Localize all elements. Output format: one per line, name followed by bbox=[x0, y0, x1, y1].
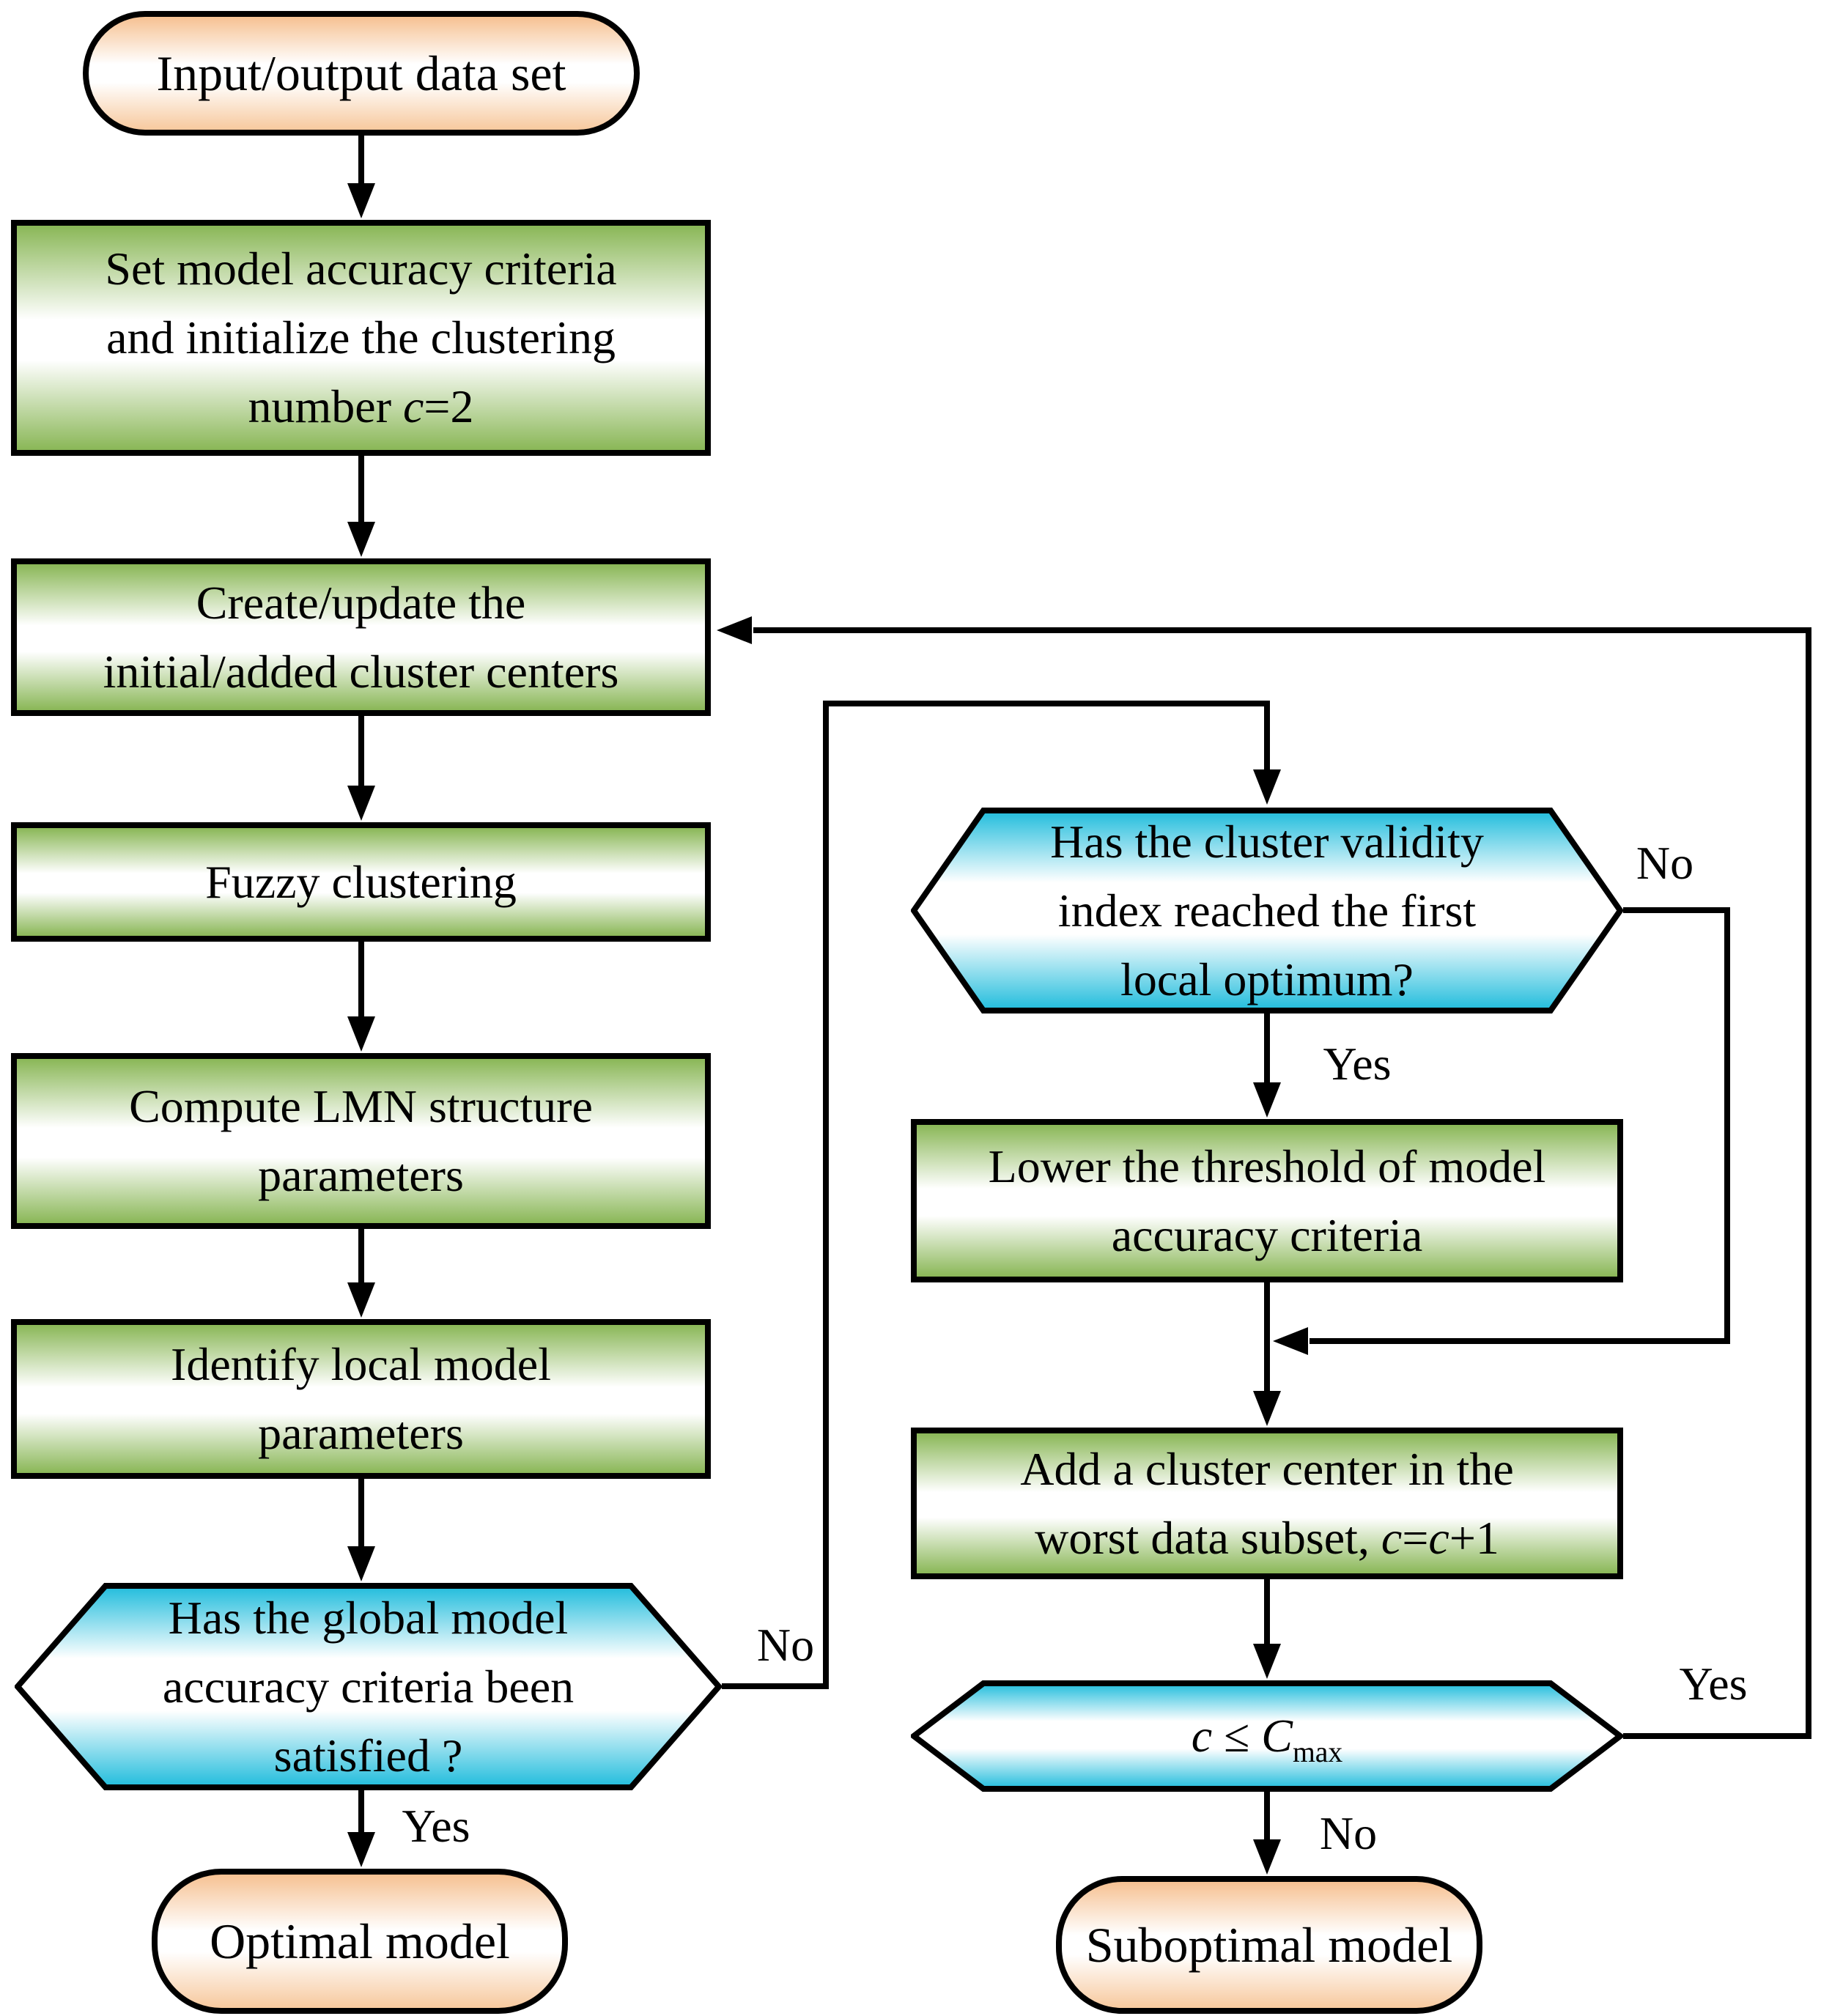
arrow-create-to-fuzzy bbox=[347, 716, 375, 821]
process-compute-lmn-parameters: Compute LMN structure parameters bbox=[11, 1053, 711, 1229]
decision-global-accuracy-satisfied: Has the global model accuracy criteria b… bbox=[15, 1583, 722, 1790]
edge-label-global-yes: Yes bbox=[402, 1800, 470, 1852]
arrow-validity-yes-to-lower bbox=[1253, 1013, 1281, 1118]
arrow-global-no-to-validity-decision bbox=[722, 701, 1281, 1689]
terminal-suboptimal-model-label: Suboptimal model bbox=[1085, 1917, 1453, 1973]
decision-cmax-label: c ≤ Cmax bbox=[1191, 1710, 1343, 1768]
process-lower-threshold-label: Lower the threshold of model accuracy cr… bbox=[988, 1140, 1546, 1261]
terminal-suboptimal-model: Suboptimal model bbox=[1056, 1876, 1482, 2014]
terminal-optimal-model: Optimal model bbox=[152, 1869, 568, 2014]
decision-c-less-equal-cmax: c ≤ Cmax bbox=[911, 1680, 1623, 1792]
edge-label-cmax-no: No bbox=[1319, 1807, 1378, 1859]
process-create-update-cluster-centers: Create/update the initial/added cluster … bbox=[11, 558, 711, 716]
arrow-input-to-set bbox=[347, 136, 375, 218]
process-add-cluster-center-label: Add a cluster center in the worst data s… bbox=[1020, 1442, 1514, 1564]
process-fuzzy-clustering: Fuzzy clustering bbox=[11, 822, 711, 942]
process-identify-local-label: Identify local model parameters bbox=[171, 1338, 551, 1459]
process-identify-local-parameters: Identify local model parameters bbox=[11, 1319, 711, 1479]
arrow-cmax-yes-feedback-to-create bbox=[717, 616, 1811, 1739]
process-fuzzy-clustering-label: Fuzzy clustering bbox=[205, 855, 517, 908]
hexagon-shape bbox=[911, 808, 1623, 1013]
edge-label-validity-no: No bbox=[1636, 837, 1694, 889]
arrow-cmax-no-to-suboptimal bbox=[1253, 1792, 1281, 1875]
process-lower-threshold: Lower the threshold of model accuracy cr… bbox=[911, 1119, 1623, 1282]
edge-label-cmax-yes: Yes bbox=[1679, 1658, 1748, 1710]
process-create-update-label: Create/update the initial/added cluster … bbox=[103, 576, 619, 698]
decision-cluster-validity-label: Has the cluster validity index reached t… bbox=[1050, 815, 1484, 1005]
process-set-accuracy-criteria-label: Set model accuracy criteria and initiali… bbox=[105, 243, 617, 432]
arrow-set-to-create bbox=[347, 456, 375, 557]
arrow-lower-to-add bbox=[1253, 1282, 1281, 1426]
edge-label-validity-yes: Yes bbox=[1323, 1038, 1392, 1090]
hexagon-shape bbox=[15, 1583, 722, 1790]
edge-label-global-no: No bbox=[756, 1619, 815, 1671]
arrow-global-yes-to-optimal bbox=[347, 1790, 375, 1867]
hexagon-shape bbox=[911, 1680, 1623, 1792]
process-add-cluster-center: Add a cluster center in the worst data s… bbox=[911, 1428, 1623, 1579]
terminal-input-output-label: Input/output data set bbox=[156, 45, 566, 101]
decision-cluster-validity-index: Has the cluster validity index reached t… bbox=[911, 808, 1623, 1013]
arrow-lmn-to-identify bbox=[347, 1229, 375, 1318]
arrow-identify-to-global-decision bbox=[347, 1479, 375, 1581]
terminal-input-output-data-set: Input/output data set bbox=[83, 11, 640, 136]
arrow-fuzzy-to-lmn bbox=[347, 942, 375, 1052]
process-set-accuracy-criteria: Set model accuracy criteria and initiali… bbox=[11, 220, 711, 456]
arrow-add-to-cmax bbox=[1253, 1579, 1281, 1679]
process-compute-lmn-label: Compute LMN structure parameters bbox=[129, 1080, 593, 1201]
decision-global-accuracy-label: Has the global model accuracy criteria b… bbox=[162, 1591, 575, 1781]
terminal-optimal-model-label: Optimal model bbox=[210, 1913, 510, 1969]
arrow-validity-no-to-junction bbox=[1273, 907, 1730, 1355]
